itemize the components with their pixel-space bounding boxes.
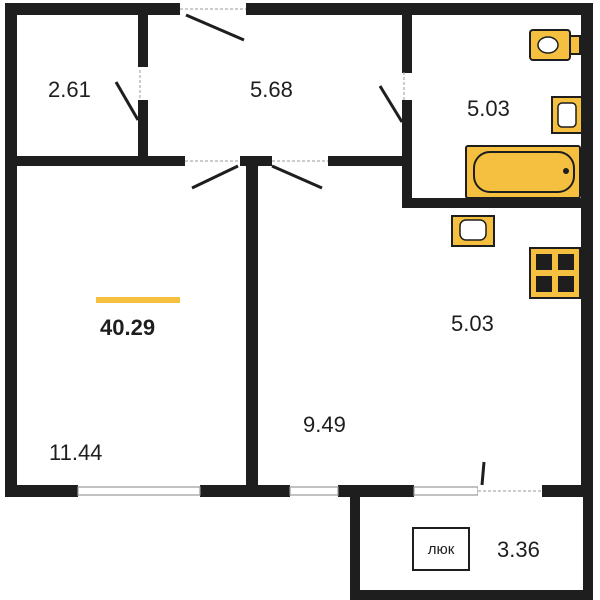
wall-top [5,3,593,15]
bathroom-door[interactable] [378,85,404,123]
wall-storage-hall-lower [138,100,148,160]
area-hall: 5.68 [250,77,293,102]
wall-right [581,3,593,497]
window-bedroom [77,486,201,496]
balcony-wall-bottom [350,590,593,600]
entrance-door[interactable] [185,13,245,42]
wall-bedroom-living [246,166,258,486]
toilet-icon [529,29,581,61]
wall-horizontal-mid [240,156,272,166]
area-storage: 2.61 [48,77,91,102]
wall-hall-bath-lower [402,100,412,208]
balcony-door[interactable] [480,461,486,486]
living-door[interactable] [271,164,323,190]
storage-door[interactable] [114,81,140,121]
area-living-room: 9.49 [303,412,346,437]
bathtub-icon [465,145,581,199]
balcony-wall-right [583,497,593,600]
area-balcony: 3.36 [497,537,540,562]
stove-icon [529,247,581,299]
hatch-label: люк [427,540,455,558]
hatch-box: люк [412,527,470,571]
wall-storage-hall [138,15,148,67]
washbasin-icon [551,96,583,134]
area-bedroom: 11.44 [49,440,103,465]
area-kitchen: 5.03 [451,311,494,336]
window-living [289,486,339,496]
area-bathroom: 5.03 [467,96,510,121]
bedroom-door[interactable] [191,164,239,190]
kitchen-sink-icon [451,215,495,247]
wall-hall-bath [402,15,412,73]
balcony-wall-left [350,497,360,600]
total-area: 40.29 [100,315,156,340]
wall-bath-bottom [402,198,593,208]
wall-left [5,3,17,497]
wall-horizontal-right [328,156,412,166]
wall-horizontal-left [17,156,185,166]
total-area-bar [96,297,180,303]
